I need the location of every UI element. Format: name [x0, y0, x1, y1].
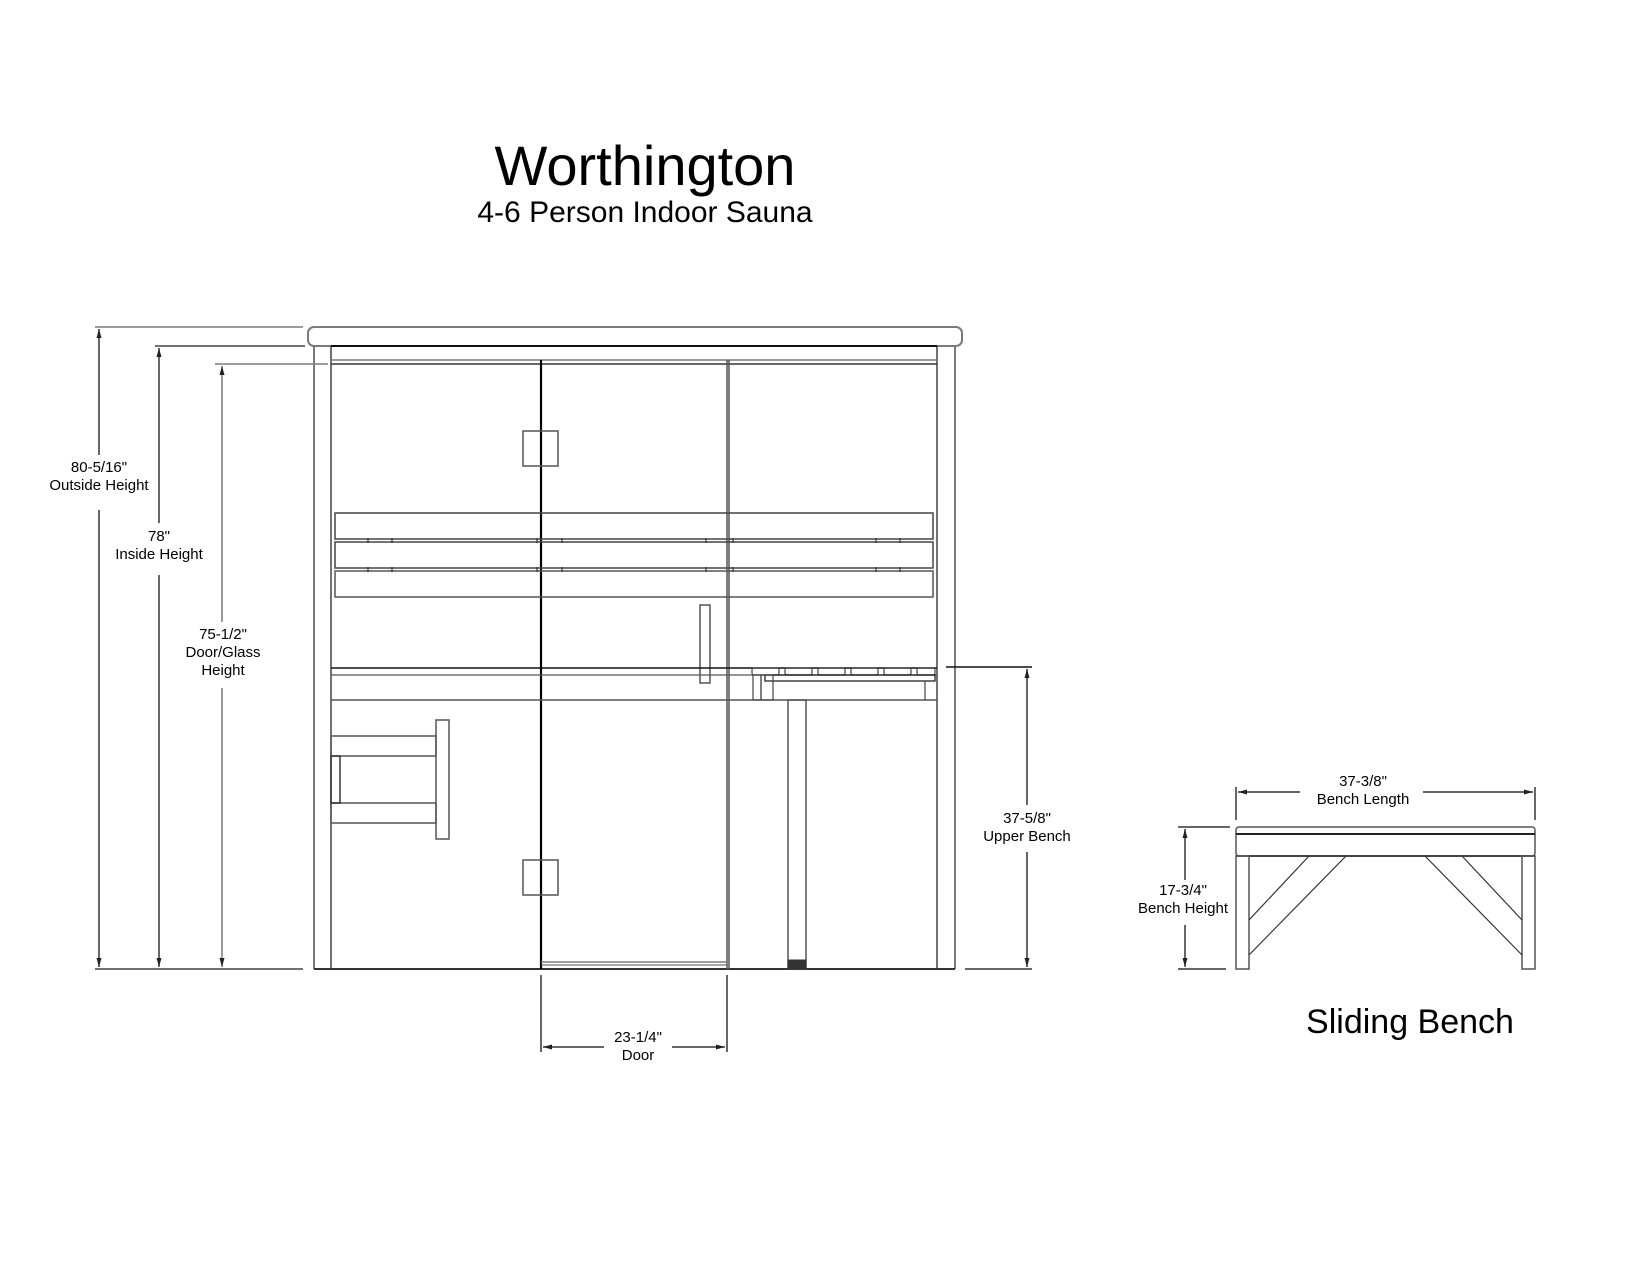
bench-right-leg — [1521, 855, 1536, 970]
backrest-slat-2 — [334, 541, 934, 569]
inside-height-label: 78" Inside Height — [108, 528, 210, 564]
bench-length-value: 37-3/8" — [1339, 773, 1387, 790]
outside-height-label: 80-5/16" Outside Height — [40, 459, 158, 495]
towel-bar — [435, 719, 450, 840]
page-title: Worthington — [494, 134, 796, 197]
bench-dimension-lines — [1178, 787, 1536, 970]
sliding-bench-drawing — [1235, 826, 1536, 970]
bench-height-value: 17-3/4" — [1159, 882, 1207, 899]
sauna-dimension-lines — [95, 326, 1032, 1052]
roof-cap — [307, 326, 963, 347]
inside-height-caption: Inside Height — [115, 546, 203, 563]
upper-bench-label: 37-5/8" Upper Bench — [976, 810, 1078, 846]
outside-height-caption: Outside Height — [49, 477, 149, 494]
door-glass-height-caption-2: Height — [201, 662, 245, 679]
bench-left-leg — [1235, 855, 1250, 970]
bench-height-caption: Bench Height — [1137, 900, 1229, 917]
bench-leg — [787, 699, 807, 970]
door-width-caption: Door — [621, 1047, 655, 1064]
door-glass-height-caption-1: Door/Glass — [185, 644, 261, 661]
page-subtitle: 4-6 Person Indoor Sauna — [477, 196, 813, 229]
door-handle — [699, 604, 711, 684]
door-glass-height-value: 75-1/2" — [199, 626, 247, 643]
sliding-bench-title: Sliding Bench — [1306, 1003, 1514, 1041]
upper-bench-slats — [751, 667, 936, 676]
top-hinge — [522, 430, 559, 467]
upper-bench-value: 37-5/8" — [1003, 810, 1051, 827]
bench-height-label: 17-3/4" Bench Height — [1132, 882, 1234, 918]
upper-bench-caption: Upper Bench — [983, 828, 1071, 845]
bench-seat — [1235, 826, 1536, 857]
bench-length-label: 37-3/8" Bench Length — [1306, 773, 1420, 809]
door-glass-height-label: 75-1/2" Door/Glass Height — [182, 626, 264, 680]
backrest-slat-3 — [334, 570, 934, 598]
backrest-slat-1 — [334, 512, 934, 540]
door-width-label: 23-1/4" Door — [604, 1029, 672, 1065]
bottom-hinge — [522, 859, 559, 896]
bench-leg-foot — [787, 959, 807, 970]
door-width-value: 23-1/4" — [614, 1029, 662, 1046]
sauna-structure — [307, 326, 963, 970]
bench-length-caption: Bench Length — [1316, 791, 1410, 808]
inside-height-value: 78" — [147, 528, 170, 545]
outside-height-value: 80-5/16" — [70, 459, 128, 476]
